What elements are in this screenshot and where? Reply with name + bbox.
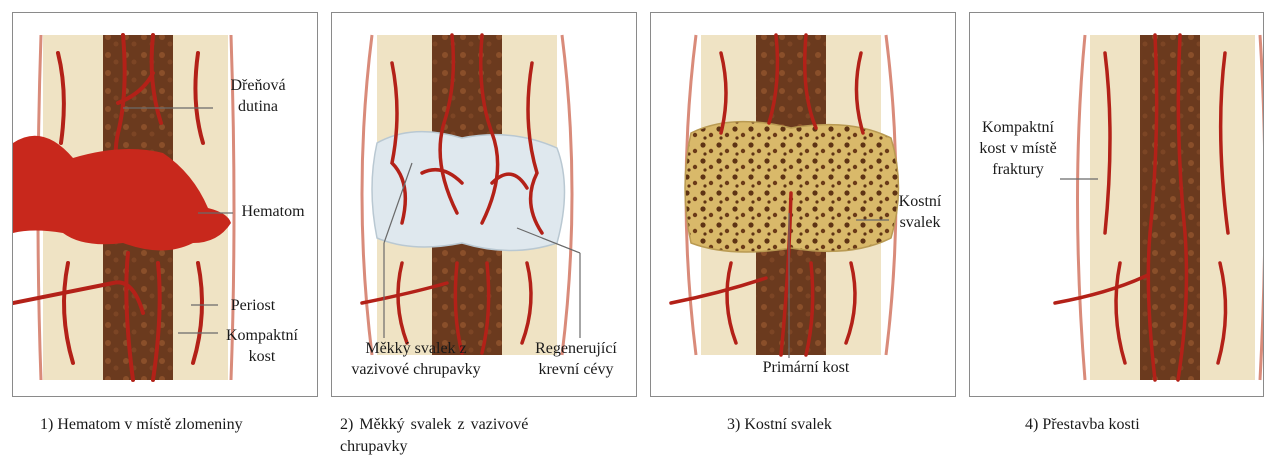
- caption-panel-3: 3) Kostní svalek: [727, 414, 832, 436]
- label-kompaktni-fraktura: Kompaktní kost v místě fraktury: [970, 117, 1066, 180]
- label-periost: Periost: [218, 295, 288, 316]
- caption-panel-4: 4) Přestavba kosti: [1025, 414, 1140, 436]
- label-mekky-svalek: Měkký svalek z vazivové chrupavky: [336, 338, 496, 380]
- caption-panel-1: 1) Hematom v místě zlomeniny: [40, 414, 243, 436]
- label-hematom: Hematom: [233, 201, 313, 222]
- panel-bony-callus: Kostní svalek Primární kost: [650, 12, 956, 397]
- panel-hematoma: Dřeňová dutina Hematom Periost Kompaktní…: [12, 12, 318, 397]
- label-kostni-svalek: Kostní svalek: [889, 191, 951, 233]
- caption-panel-2: 2) Měkký svalek z vazivové chrupavky: [340, 414, 528, 458]
- soft-callus: [372, 132, 565, 251]
- remodeling-illustration: [970, 13, 1264, 397]
- label-regenerujici: Regenerující krevní cévy: [518, 338, 634, 380]
- label-dren-dutina: Dřeňová dutina: [213, 75, 303, 117]
- bony-callus: [685, 122, 899, 252]
- label-kompaktni-kost: Kompaktní kost: [213, 325, 311, 367]
- panel-soft-callus: Měkký svalek z vazivové chrupavky Regene…: [331, 12, 637, 397]
- panel-remodeling: Kompaktní kost v místě fraktury: [969, 12, 1264, 397]
- label-primarni-kost: Primární kost: [731, 357, 881, 378]
